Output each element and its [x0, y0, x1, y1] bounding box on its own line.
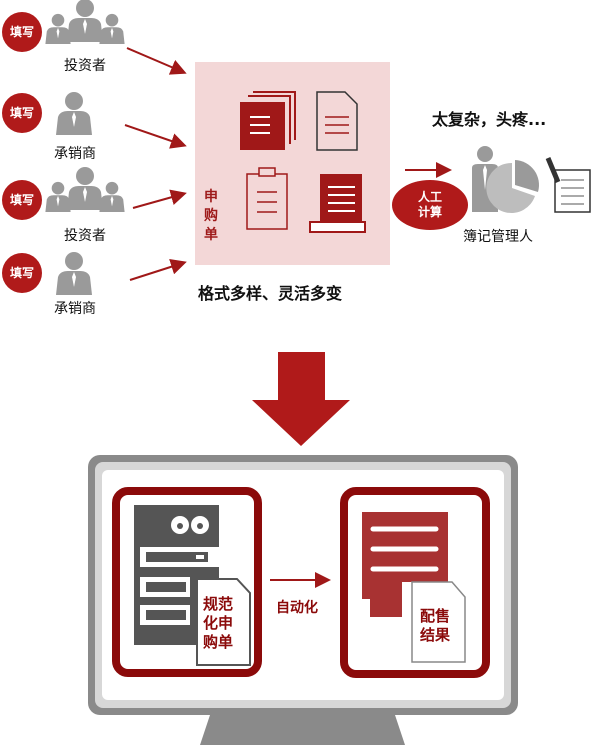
clipboard-icon	[246, 167, 288, 230]
report-pen-icon	[545, 157, 591, 213]
down-arrow-icon	[252, 352, 350, 446]
fill-badge: 填写	[2, 93, 42, 133]
fill-badge: 填写	[2, 253, 42, 293]
actor-label: 承销商	[54, 146, 96, 162]
input-arrows	[124, 47, 452, 281]
manual-calc-badge: 人工计算	[392, 180, 468, 230]
result-label: 配售结果	[420, 607, 451, 644]
document-icon	[316, 91, 358, 151]
stacked-documents-icon	[240, 91, 296, 150]
result-document-icon	[362, 512, 466, 663]
server-icon	[134, 505, 251, 666]
printed-form-icon	[309, 174, 366, 233]
form-icons	[240, 91, 366, 233]
fill-badge: 填写	[2, 12, 42, 52]
automation-label: 自动化	[276, 600, 318, 616]
actor-label: 投资者	[64, 58, 106, 74]
actor-label: 投资者	[64, 228, 106, 244]
investor-group-icon-2	[45, 167, 125, 212]
manager-label: 簿记管理人	[463, 229, 533, 245]
actor-label: 承销商	[54, 301, 96, 317]
manual-calc-text: 人工计算	[417, 190, 442, 219]
underwriter-icon-1	[56, 92, 92, 135]
pie-chart-icon	[486, 160, 540, 213]
underwriter-icon-2	[56, 252, 92, 295]
form-caption: 格式多样、灵活多变	[198, 284, 343, 303]
lower-graphics	[88, 352, 518, 745]
auto-arrow	[270, 572, 331, 588]
form-label: 申购单	[204, 189, 218, 243]
complaint-text: 太复杂，头疼...	[432, 110, 547, 129]
investor-group-icon-1	[45, 0, 125, 44]
manager-icons	[472, 146, 591, 213]
standard-form-label: 规范化申购单	[203, 595, 234, 651]
fill-badge: 填写	[2, 180, 42, 220]
